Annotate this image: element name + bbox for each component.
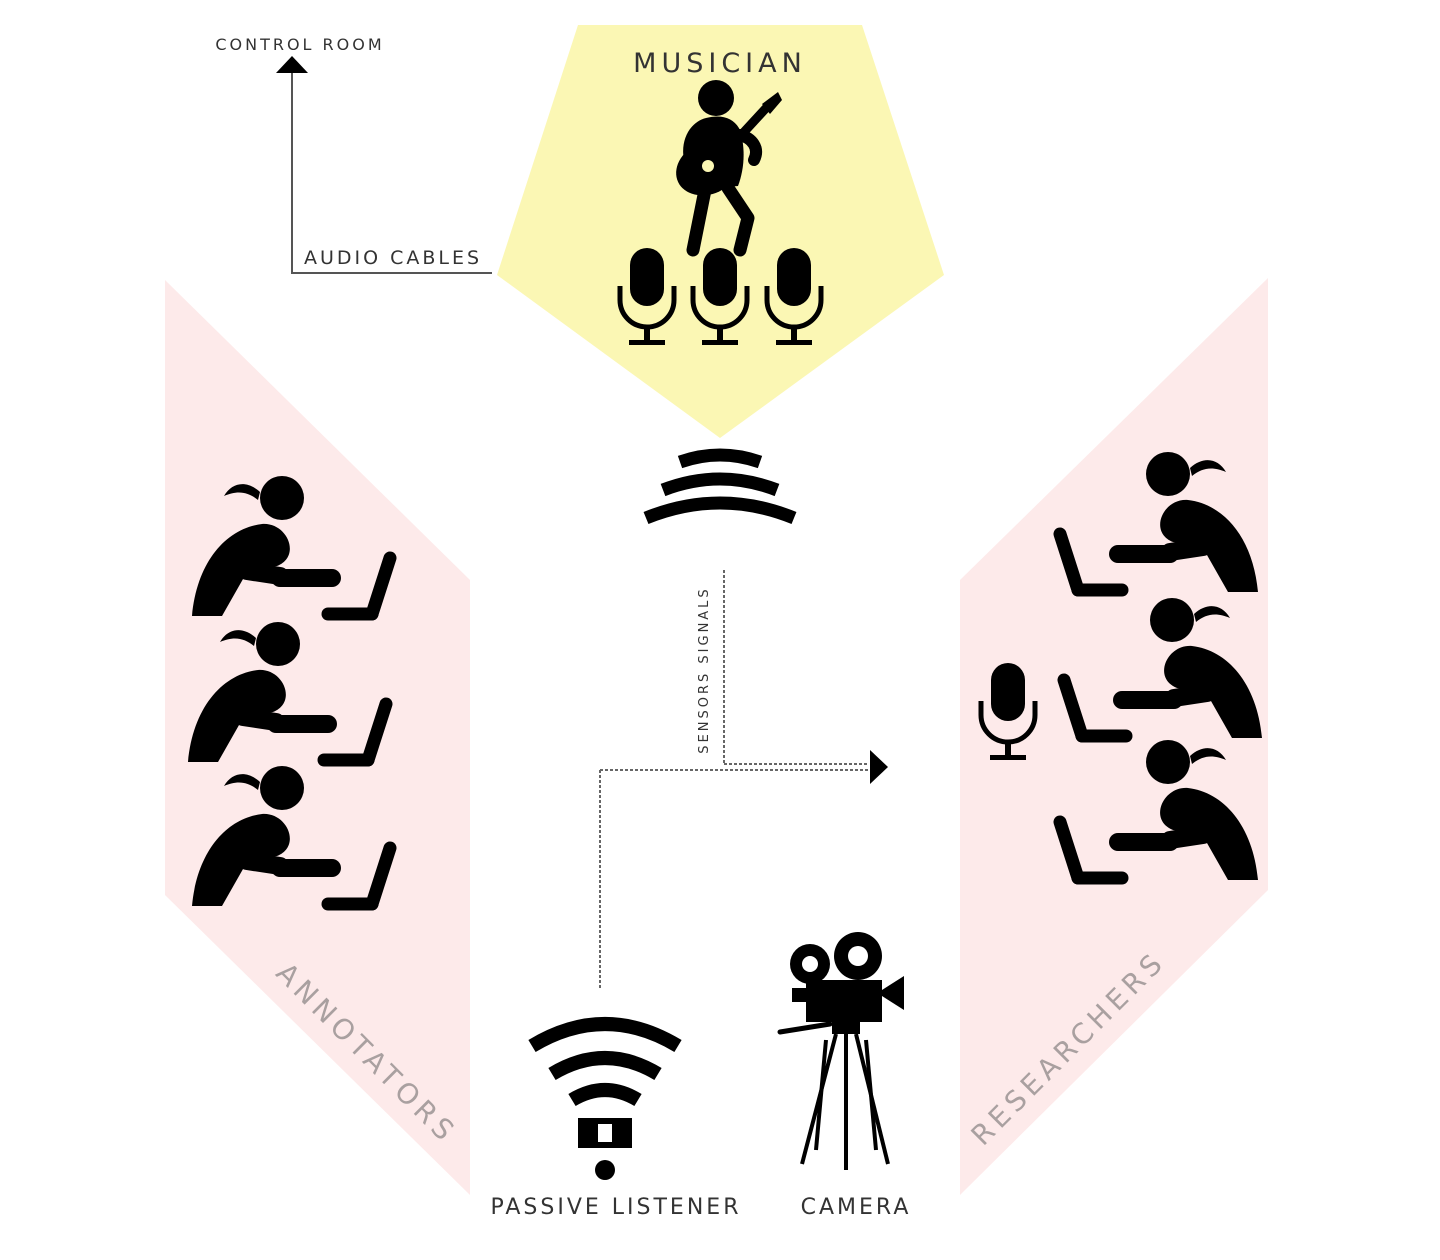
passive-listener-label: PASSIVE LISTENER [491, 1195, 742, 1220]
audio-cables-label: AUDIO CABLES [304, 247, 482, 269]
annotators-zone [165, 280, 470, 1195]
sensors-signals-label: SENSORS SIGNALS [697, 586, 712, 753]
musician-label: MUSICIAN [633, 48, 807, 79]
guitarist-icon [676, 80, 782, 257]
sensors-signals-line [599, 570, 888, 990]
film-camera-icon [777, 932, 904, 1170]
wireless-listener-icon [528, 1017, 682, 1180]
control-room-label: CONTROL ROOM [215, 35, 384, 54]
signal-waves-icon [643, 448, 797, 525]
camera-label: CAMERA [801, 1195, 912, 1220]
audio-cable-line [276, 56, 492, 274]
musician-zone [497, 25, 944, 438]
